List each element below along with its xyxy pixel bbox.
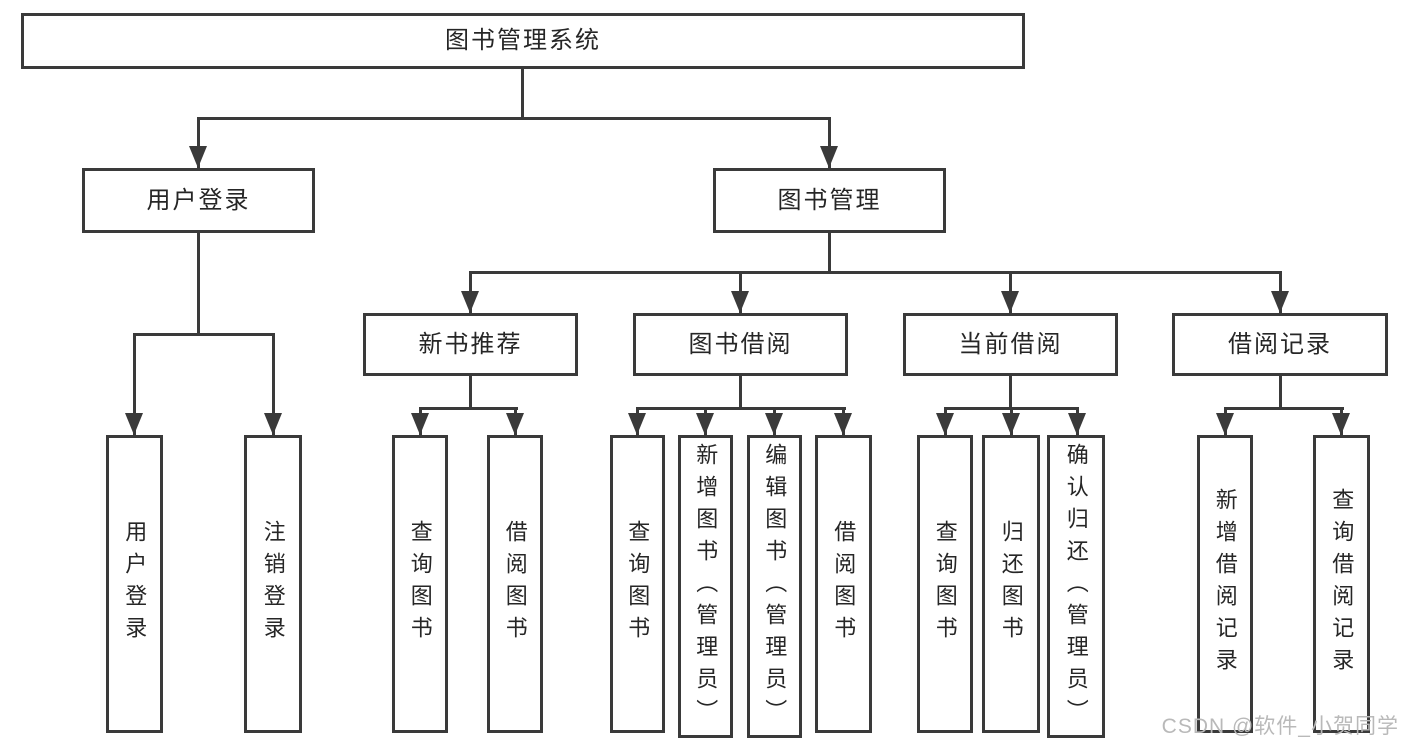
connector-line: [272, 333, 275, 435]
arrow-down-icon: [264, 413, 282, 435]
node-recommend-borrow-book: 借阅图书: [487, 435, 543, 733]
arrow-down-icon: [506, 413, 524, 435]
connector-line: [197, 117, 200, 168]
arrow-down-icon: [628, 413, 646, 435]
arrow-down-icon: [1001, 291, 1019, 313]
arrow-down-icon: [1068, 413, 1086, 435]
arrow-down-icon: [936, 413, 954, 435]
arrow-down-icon: [461, 291, 479, 313]
node-book-borrow: 图书借阅: [633, 313, 848, 376]
node-user-login: 用户登录: [106, 435, 163, 733]
node-records-add-record: 新增借阅记录: [1197, 435, 1253, 733]
connector-line: [1224, 407, 1344, 410]
arrow-down-icon: [834, 413, 852, 435]
node-borrow-edit-book: 编辑图书（管理员）: [747, 435, 802, 738]
node-user-login-group: 用户登录: [82, 168, 315, 233]
connector-line: [469, 376, 472, 409]
connector-line: [739, 376, 742, 409]
node-current-borrow: 当前借阅: [903, 313, 1118, 376]
node-logout: 注销登录: [244, 435, 302, 733]
connector-line: [1279, 376, 1282, 409]
connector-line: [197, 233, 200, 334]
connector-line: [1009, 376, 1012, 409]
arrow-down-icon: [731, 291, 749, 313]
arrow-down-icon: [696, 413, 714, 435]
connector-line: [133, 333, 275, 336]
connector-line: [133, 333, 136, 435]
arrow-down-icon: [765, 413, 783, 435]
node-borrow-borrow-book: 借阅图书: [815, 435, 872, 733]
node-borrow-query-book: 查询图书: [610, 435, 665, 733]
node-borrow-add-book: 新增图书（管理员）: [678, 435, 733, 738]
node-root: 图书管理系统: [21, 13, 1025, 69]
node-recommend-query-book: 查询图书: [392, 435, 448, 733]
connector-line: [521, 69, 524, 119]
node-new-book-recommend: 新书推荐: [363, 313, 578, 376]
node-borrow-records: 借阅记录: [1172, 313, 1388, 376]
connector-line: [197, 117, 831, 120]
node-records-query-record: 查询借阅记录: [1313, 435, 1370, 733]
arrow-down-icon: [411, 413, 429, 435]
node-current-query-book: 查询图书: [917, 435, 973, 733]
arrow-down-icon: [189, 146, 207, 168]
arrow-down-icon: [1002, 413, 1020, 435]
arrow-down-icon: [1332, 413, 1350, 435]
connector-line: [469, 271, 1282, 274]
arrow-down-icon: [1216, 413, 1234, 435]
connector-line: [636, 407, 846, 410]
connector-line: [419, 407, 518, 410]
arrow-down-icon: [125, 413, 143, 435]
node-current-return-book: 归还图书: [982, 435, 1040, 733]
connector-line: [828, 117, 831, 168]
csdn-watermark: CSDN @软件_小贺同学: [1161, 715, 1399, 738]
connector-line: [828, 233, 831, 273]
node-book-management: 图书管理: [713, 168, 946, 233]
node-current-confirm-return: 确认归还（管理员）: [1047, 435, 1105, 738]
arrow-down-icon: [820, 146, 838, 168]
arrow-down-icon: [1271, 291, 1289, 313]
